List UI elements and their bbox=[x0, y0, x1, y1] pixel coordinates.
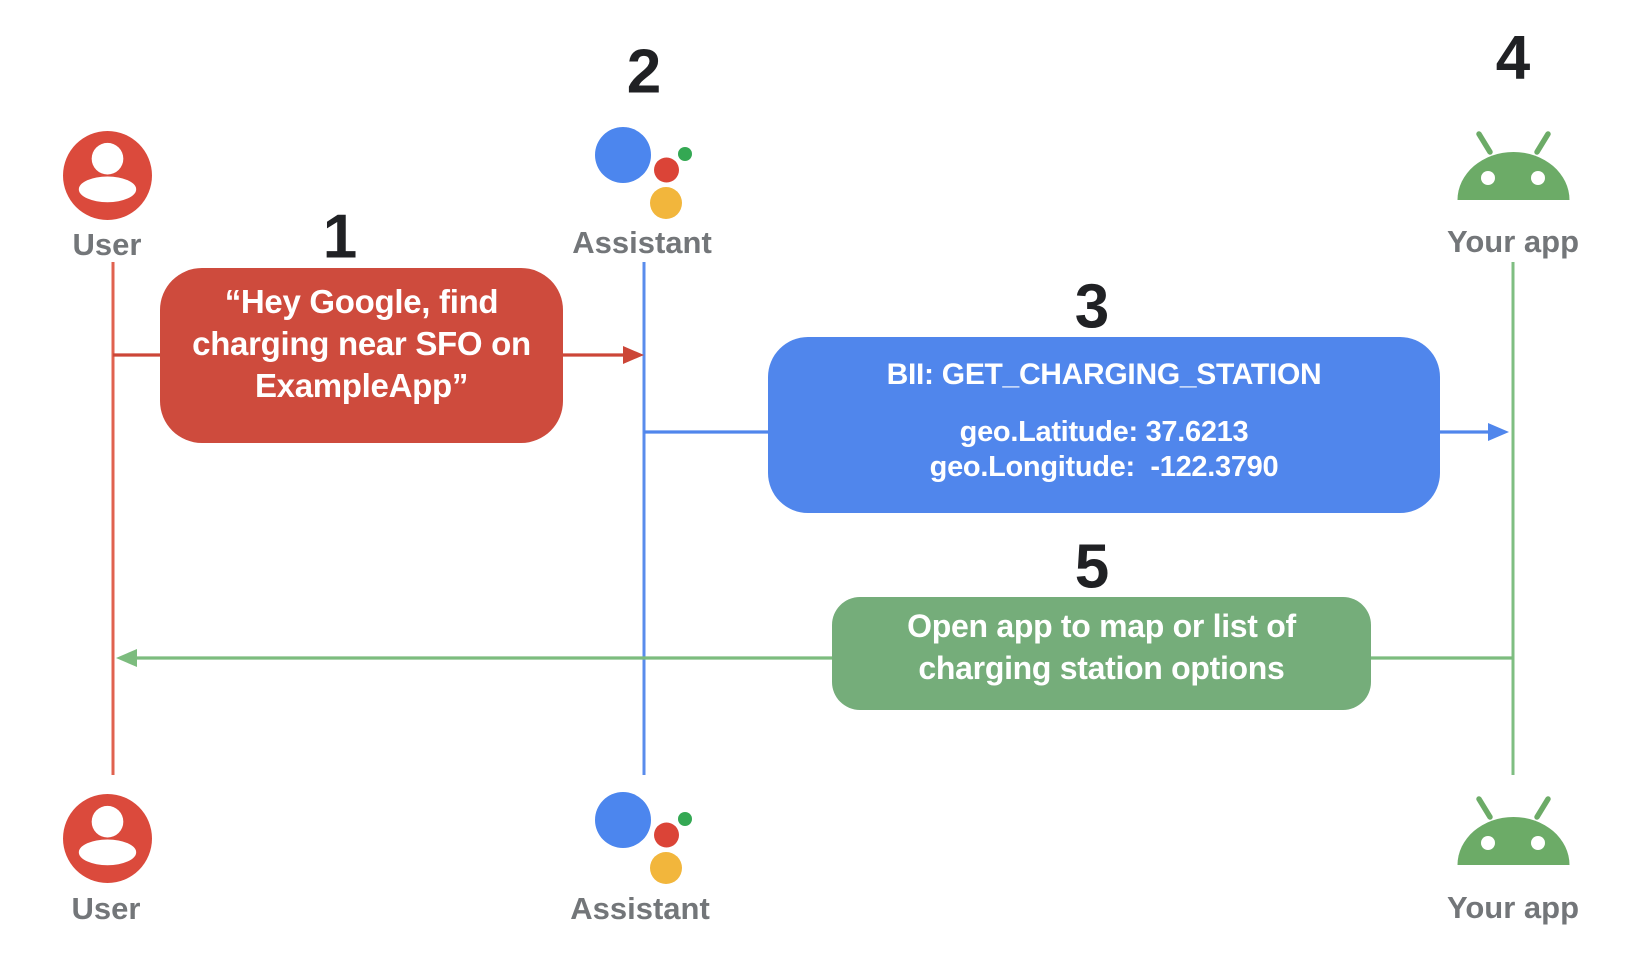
user-label-top: User bbox=[72, 227, 142, 262]
user-label-bottom: User bbox=[71, 891, 141, 926]
arrow-assistant-to-app-head bbox=[1488, 423, 1509, 441]
your-app-label-top: Your app bbox=[1446, 224, 1580, 259]
bii-title: BII: GET_CHARGING_STATION bbox=[886, 358, 1322, 391]
google-assistant-icon bbox=[595, 792, 692, 884]
open-app-line-1: Open app to map or list of bbox=[907, 608, 1296, 644]
step-5-number: 5 bbox=[1074, 532, 1110, 602]
person-circle-icon bbox=[63, 131, 152, 220]
android-icon bbox=[1457, 796, 1570, 865]
user-query-bubble: “Hey Google, find charging near SFO on E… bbox=[160, 268, 563, 443]
android-icon bbox=[1457, 131, 1570, 200]
user-query-line-1: “Hey Google, find bbox=[224, 283, 499, 320]
arrow-user-to-assistant-head bbox=[623, 346, 644, 364]
assistant-label-bottom: Assistant bbox=[570, 891, 710, 926]
step-2-number: 2 bbox=[626, 37, 662, 107]
your-app-icon-bottom bbox=[1456, 793, 1571, 867]
assistant-label-top: Assistant bbox=[572, 225, 712, 260]
step-3-number: 3 bbox=[1074, 272, 1110, 342]
bii-param-longitude: geo.Longitude: -122.3790 bbox=[929, 451, 1279, 483]
user-icon-bottom bbox=[63, 794, 152, 883]
open-app-line-2: charging station options bbox=[918, 650, 1285, 686]
step-4-number: 4 bbox=[1495, 23, 1531, 93]
arrow-app-to-user-head bbox=[116, 649, 137, 667]
open-app-bubble: Open app to map or list of charging stat… bbox=[832, 597, 1371, 710]
assistant-icon-bottom bbox=[580, 785, 700, 890]
step-1-number: 1 bbox=[322, 202, 358, 272]
your-app-label-bottom: Your app bbox=[1446, 890, 1580, 925]
bii-param-latitude: geo.Latitude: 37.6213 bbox=[959, 416, 1249, 448]
your-app-icon bbox=[1456, 128, 1571, 202]
user-query-line-2: charging near SFO on bbox=[192, 325, 531, 362]
person-circle-icon bbox=[63, 794, 152, 883]
bii-call-bubble: BII: GET_CHARGING_STATION geo.Latitude: … bbox=[768, 337, 1440, 513]
google-assistant-icon bbox=[595, 127, 692, 219]
user-icon bbox=[63, 131, 152, 220]
user-query-line-3: ExampleApp” bbox=[254, 367, 469, 404]
assistant-icon bbox=[580, 120, 700, 225]
